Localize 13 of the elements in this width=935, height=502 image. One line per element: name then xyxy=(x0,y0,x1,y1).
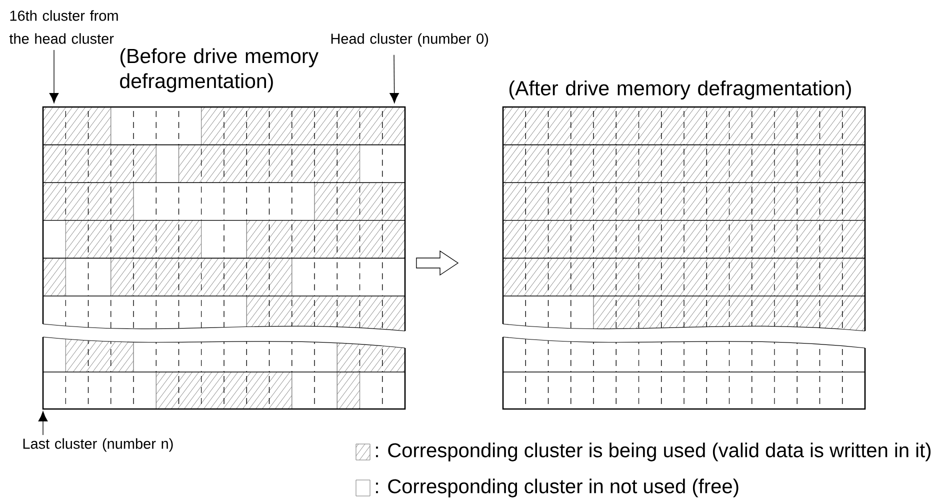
arrow xyxy=(49,50,59,104)
annotation-label: Head cluster (number 0) xyxy=(331,33,488,47)
arrow xyxy=(390,54,399,104)
legend-text: : Corresponding cluster is being used (valid data is written in it) xyxy=(376,442,931,462)
heading: (After drive memory defragmentation) xyxy=(509,80,851,100)
legend-text: : Corresponding cluster in not used (free) xyxy=(376,478,738,498)
annotation-label: Last cluster (number n) xyxy=(23,438,173,452)
hollow-arrow xyxy=(416,250,459,276)
heading: (Before drive memory defragmentation) xyxy=(120,48,318,92)
arrow xyxy=(38,411,48,436)
annotation-label: 16th cluster from the head cluster xyxy=(9,10,118,44)
cluster-grid-drawing xyxy=(502,106,866,410)
cluster-grid-drawing xyxy=(42,106,406,410)
